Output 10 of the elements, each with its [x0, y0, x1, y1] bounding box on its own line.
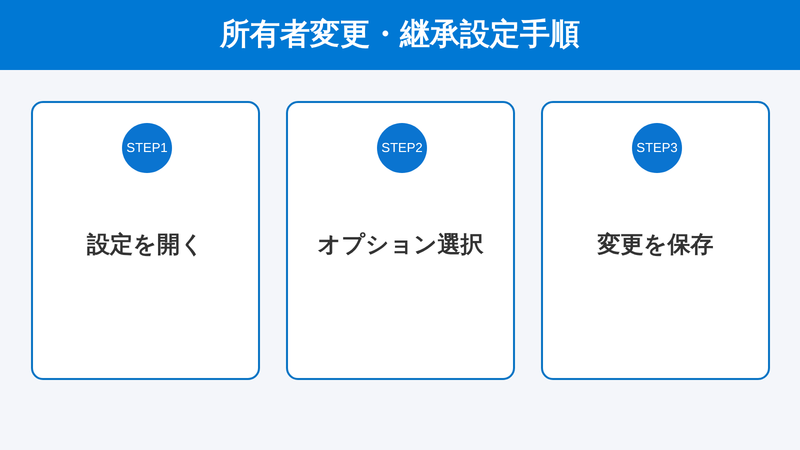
step-number: STEP2: [377, 123, 427, 173]
step-card: [541, 101, 770, 380]
step-label: 変更を保存: [596, 231, 714, 260]
page-title: 所有者変更・継承設定手順: [218, 16, 581, 54]
step-card: [286, 101, 515, 380]
step-label: 設定を開く: [86, 231, 205, 260]
step-label: オプション選択: [316, 231, 484, 260]
step-number: STEP3: [632, 123, 682, 173]
step-number: STEP1: [122, 123, 172, 173]
step-card: [31, 101, 260, 380]
